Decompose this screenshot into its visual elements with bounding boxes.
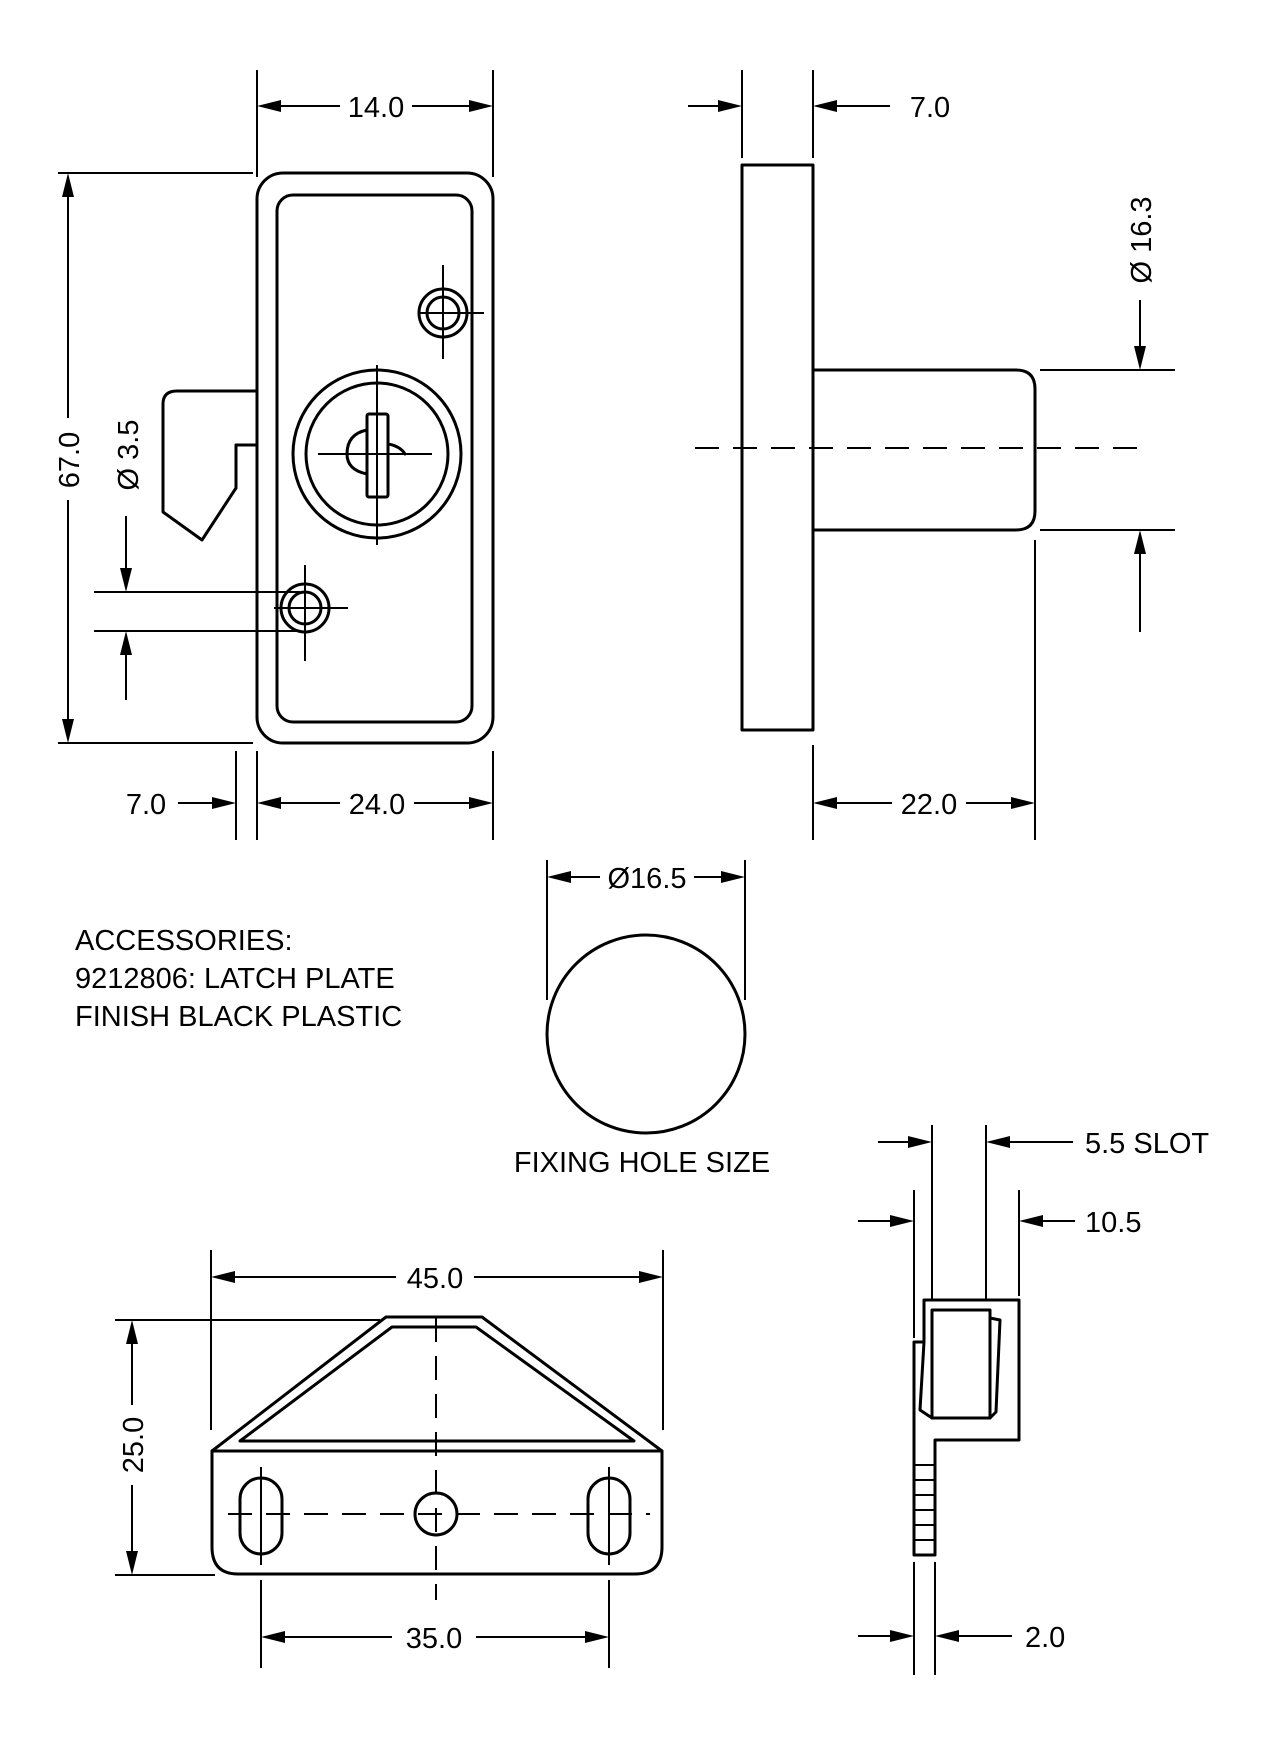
dim-side-plate-thickness: 7.0 (910, 92, 950, 124)
lock-inner-plate (275, 193, 474, 724)
latch-side-slot (930, 1308, 992, 1420)
accessories-line-3: FINISH BLACK PLASTIC (75, 1001, 402, 1033)
dim-latch-depth: 10.5 (1085, 1207, 1141, 1239)
fixing-hole-view: Ø16.5 FIXING HOLE SIZE (514, 860, 770, 1179)
side-cylinder (811, 368, 1037, 532)
lock-side-view: 7.0 Ø 16.3 22.0 (688, 70, 1175, 840)
fixing-hole-caption: FIXING HOLE SIZE (514, 1147, 770, 1179)
latch-side-outline (912, 1298, 1021, 1557)
dim-front-hole-dia: Ø 3.5 (113, 420, 145, 491)
latch-plate-view: 45.0 25.0 35.0 (115, 1250, 664, 1668)
latch-bolt (161, 389, 259, 542)
lock-front-view: 14.0 67.0 Ø 3.5 7.0 24.0 (54, 70, 495, 840)
accessories-note: ACCESSORIES: 9212806: LATCH PLATE FINISH… (75, 925, 402, 1033)
dim-side-cylinder-dia: Ø 16.3 (1126, 196, 1158, 283)
keyway-wing-right (386, 442, 407, 456)
dim-latch-thickness: 2.0 (1025, 1622, 1065, 1654)
dim-latch-height: 25.0 (118, 1417, 150, 1473)
dim-front-latch-offset: 7.0 (126, 789, 166, 821)
dim-fixing-hole-dia: Ø16.5 (608, 863, 687, 895)
dim-latch-width: 45.0 (407, 1263, 463, 1295)
dim-latch-slot: 5.5 SLOT (1085, 1128, 1209, 1160)
latch-plate-side-view: 5.5 SLOT 10.5 2.0 (858, 1125, 1209, 1675)
dim-side-cylinder-length: 22.0 (901, 789, 957, 821)
latch-plate-outline (210, 1315, 664, 1576)
fixing-hole-circle (545, 933, 747, 1135)
accessories-line-1: ACCESSORIES: (75, 925, 293, 957)
dim-front-height: 67.0 (54, 432, 86, 488)
latch-plate-bevel (238, 1325, 636, 1443)
lock-outer-plate (255, 171, 495, 745)
dim-latch-hole-spacing: 35.0 (406, 1623, 462, 1655)
keyway-wing (345, 428, 369, 476)
dim-front-width-bottom: 24.0 (349, 789, 405, 821)
accessories-line-2: 9212806: LATCH PLATE (75, 963, 395, 995)
dim-front-width-top: 14.0 (348, 92, 404, 124)
